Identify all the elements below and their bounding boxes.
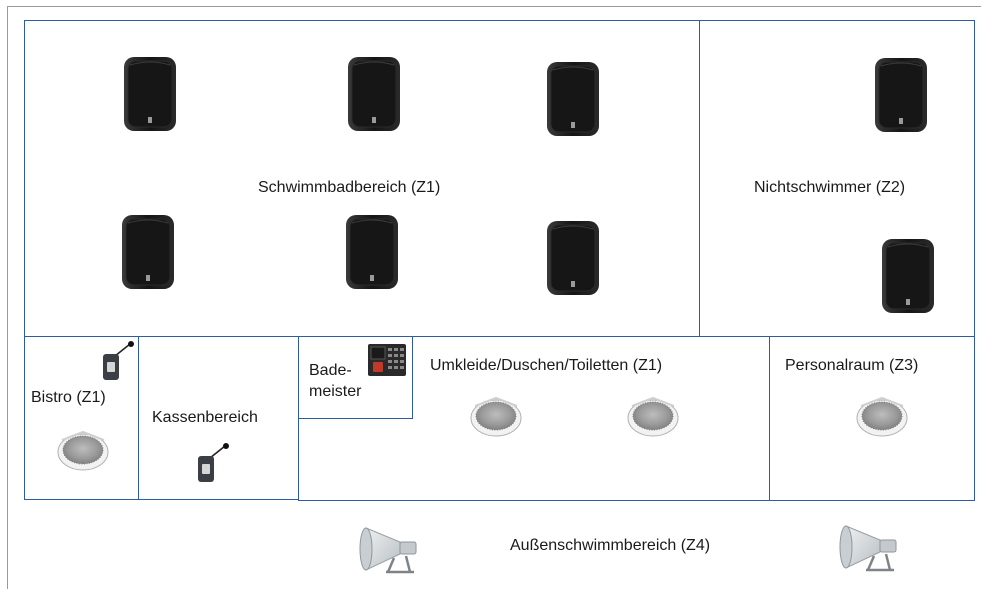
box-speaker-icon <box>122 55 178 133</box>
label-nichtschwimmer: Nichtschwimmer (Z2) <box>754 179 906 196</box>
label-bademeister-2: meister <box>309 383 362 400</box>
label-aussen: Außenschwimmbereich (Z4) <box>510 537 711 554</box>
box-speaker-icon <box>344 213 400 291</box>
box-speaker-icon <box>880 237 936 315</box>
zone-bademeister <box>298 336 413 419</box>
frame-left-line <box>7 6 8 589</box>
zone-bistro <box>24 336 139 500</box>
horn-speaker-icon <box>358 522 422 576</box>
ceiling-speaker-icon <box>626 394 680 438</box>
zone-kassen <box>138 336 299 500</box>
ceiling-speaker-icon <box>469 394 523 438</box>
ceiling-speaker-icon <box>855 394 909 438</box>
label-schwimmbad: Schwimmbadbereich (Z1) <box>258 179 441 196</box>
box-speaker-icon <box>120 213 176 291</box>
ceiling-speaker-icon <box>56 428 110 472</box>
label-umkleide: Umkleide/Duschen/Toiletten (Z1) <box>430 357 663 374</box>
box-speaker-icon <box>545 219 601 297</box>
box-speaker-icon <box>346 55 402 133</box>
frame-top-line <box>7 6 981 7</box>
label-kassen: Kassenbereich <box>152 409 258 426</box>
box-speaker-icon <box>873 56 929 134</box>
horn-speaker-icon <box>838 520 902 574</box>
desk-microphone-icon <box>195 442 231 484</box>
label-bademeister-1: Bade- <box>309 362 352 379</box>
zone-personal <box>769 336 975 501</box>
box-speaker-icon <box>545 60 601 138</box>
label-bistro: Bistro (Z1) <box>31 389 106 406</box>
label-personal: Personalraum (Z3) <box>785 357 919 374</box>
desk-microphone-icon <box>100 340 136 382</box>
call-station-icon <box>367 338 407 378</box>
